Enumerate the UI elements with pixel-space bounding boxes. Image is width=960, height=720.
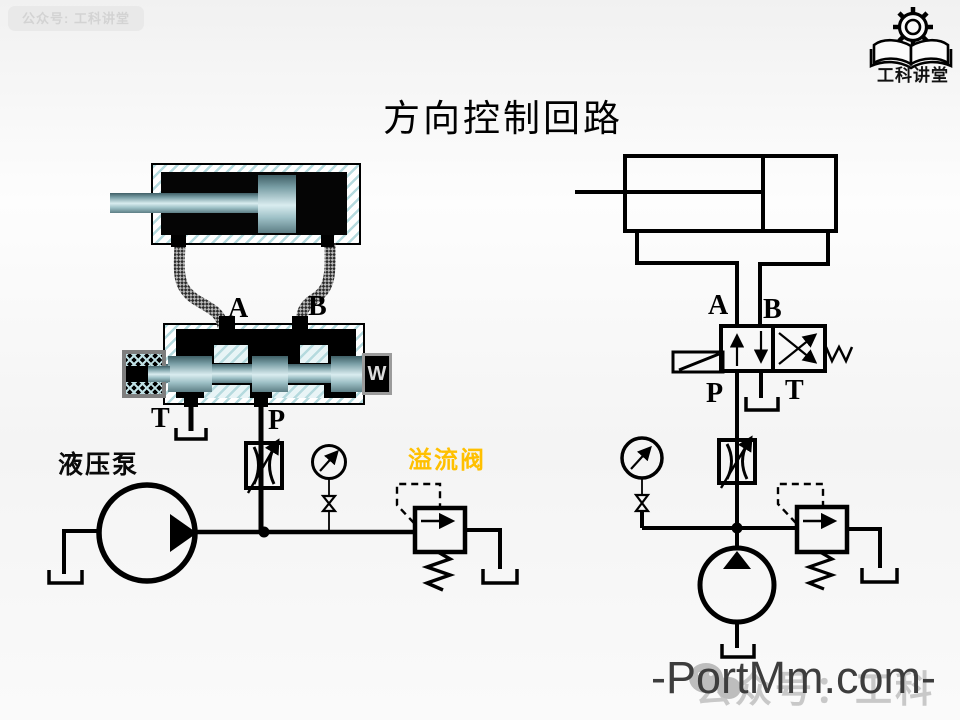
relief-pilot-right bbox=[776, 482, 825, 524]
left-circuit bbox=[47, 405, 519, 592]
shutoff-right bbox=[633, 493, 651, 513]
cylinder-ports bbox=[171, 235, 334, 247]
relief-drain bbox=[465, 528, 502, 569]
valve-web bbox=[300, 345, 328, 363]
shutoff bbox=[320, 494, 338, 513]
book-icon bbox=[869, 38, 953, 70]
spool-land bbox=[331, 356, 363, 392]
relief-box bbox=[412, 505, 468, 555]
junction-right bbox=[731, 522, 743, 534]
valve-spring bbox=[824, 344, 854, 364]
logo-text: 工科讲堂 bbox=[877, 66, 949, 85]
pump-triangle-right bbox=[723, 551, 751, 569]
page-title: 方向控制回路 bbox=[383, 99, 623, 140]
site-watermark: -PortMm.com- bbox=[651, 652, 936, 703]
relief-tank-right bbox=[860, 568, 899, 584]
relief-box-right bbox=[794, 504, 850, 555]
right-port-p-label: P bbox=[706, 378, 724, 409]
relief-spring-right bbox=[804, 550, 837, 591]
right-circuit bbox=[575, 154, 899, 659]
valve-web bbox=[214, 345, 248, 363]
wechat-badge: 公众号: 工科讲堂 bbox=[8, 6, 144, 31]
relief-pilot bbox=[395, 482, 442, 524]
solenoid-w-label: W bbox=[367, 363, 387, 385]
valve-solenoid-cap: W bbox=[362, 353, 392, 395]
hose-b bbox=[295, 242, 336, 328]
cap-crosshatch bbox=[126, 354, 162, 366]
piston bbox=[258, 175, 296, 233]
suction-tank bbox=[47, 570, 84, 585]
gauge-needle bbox=[319, 449, 339, 472]
pump-label: 液压泵 bbox=[58, 451, 140, 479]
gauge bbox=[311, 444, 347, 480]
throttle-box-right bbox=[717, 438, 757, 485]
right-port-a-label: A bbox=[708, 290, 729, 321]
solenoid bbox=[671, 350, 725, 374]
valve-web bbox=[204, 385, 250, 398]
cap-crosshatch bbox=[126, 382, 162, 394]
throttle-box bbox=[244, 441, 284, 490]
left-port-t-label: T bbox=[151, 403, 170, 434]
spool-land bbox=[168, 356, 212, 392]
t-tank bbox=[174, 428, 208, 441]
hose-a bbox=[173, 242, 229, 329]
left-port-a-label: A bbox=[228, 293, 249, 324]
logo-gear-book bbox=[869, 7, 953, 70]
piston-rod bbox=[110, 193, 262, 213]
t-tank-right bbox=[744, 397, 780, 412]
valve-square-left bbox=[719, 324, 775, 373]
relief-spring bbox=[421, 550, 456, 592]
left-port-p-label: P bbox=[268, 405, 286, 436]
junction bbox=[258, 526, 270, 538]
right-port-b-label: B bbox=[763, 294, 782, 325]
relief-valve-label: 溢流阀 bbox=[408, 447, 486, 474]
pump-triangle bbox=[170, 514, 197, 552]
left-port-b-label: B bbox=[308, 291, 327, 322]
relief-tank bbox=[481, 569, 519, 585]
valve-square-right bbox=[771, 324, 827, 373]
spool-stub bbox=[148, 366, 170, 382]
pump-tank-right bbox=[720, 644, 756, 659]
suction bbox=[62, 529, 100, 574]
right-port-t-label: T bbox=[785, 375, 804, 406]
throttle-arrow bbox=[246, 438, 280, 494]
spool-land bbox=[252, 356, 288, 392]
wechat-icon bbox=[689, 663, 741, 699]
